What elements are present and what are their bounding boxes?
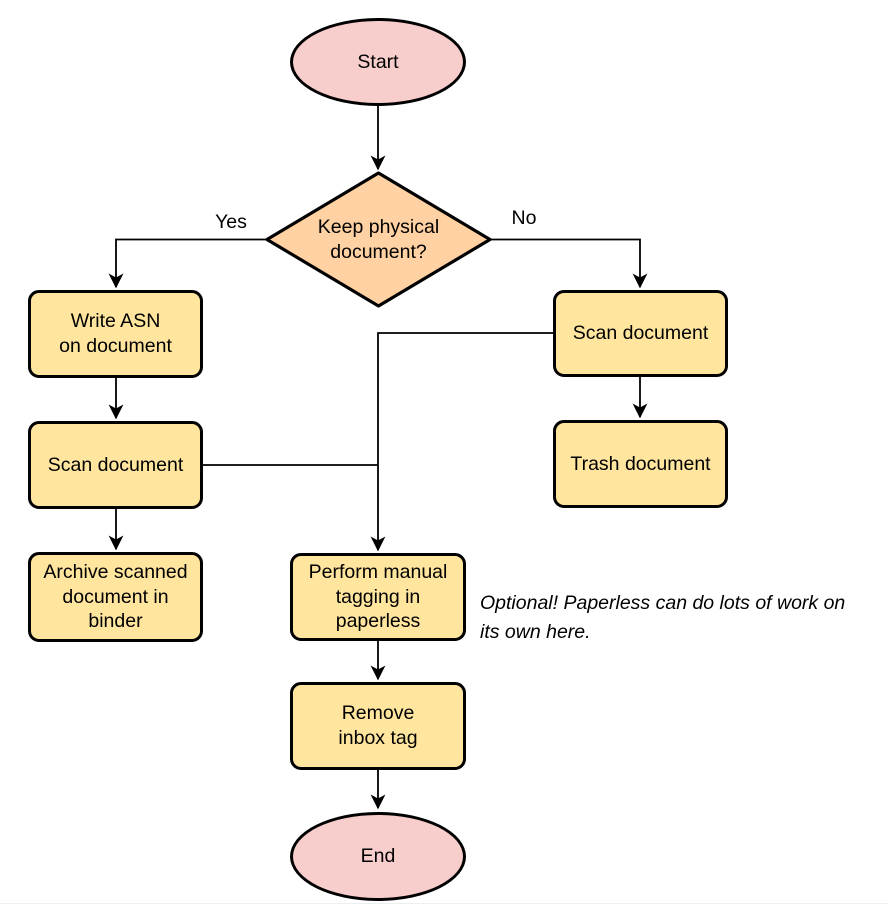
node-scan-document-left: Scan document: [28, 421, 203, 509]
node-trash-document: Trash document: [553, 420, 728, 508]
node-start: Start: [290, 18, 466, 106]
node-manual-tagging: Perform manual tagging in paperless: [290, 553, 466, 641]
node-end: End: [290, 812, 466, 901]
edge-decision-to-write-asn: [108, 238, 266, 289]
edge-scan-right-to-tagging: [370, 332, 553, 552]
node-remove-inbox-tag: Remove inbox tag: [290, 682, 466, 770]
edge-label-no: No: [499, 207, 549, 230]
node-write-asn: Write ASN on document: [28, 290, 203, 378]
node-scan-document-right: Scan document: [553, 290, 728, 377]
node-decision-label: Keep physical document?: [317, 215, 440, 263]
edge-label-yes: Yes: [206, 211, 256, 234]
decision-diamond-shape: [265, 171, 492, 308]
page-bottom-divider: [0, 903, 888, 904]
optional-note: Optional! Paperless can do lots of work …: [480, 592, 846, 644]
edge-decision-to-scan-right: [491, 238, 648, 289]
node-archive-document: Archive scanned document in binder: [28, 552, 203, 642]
